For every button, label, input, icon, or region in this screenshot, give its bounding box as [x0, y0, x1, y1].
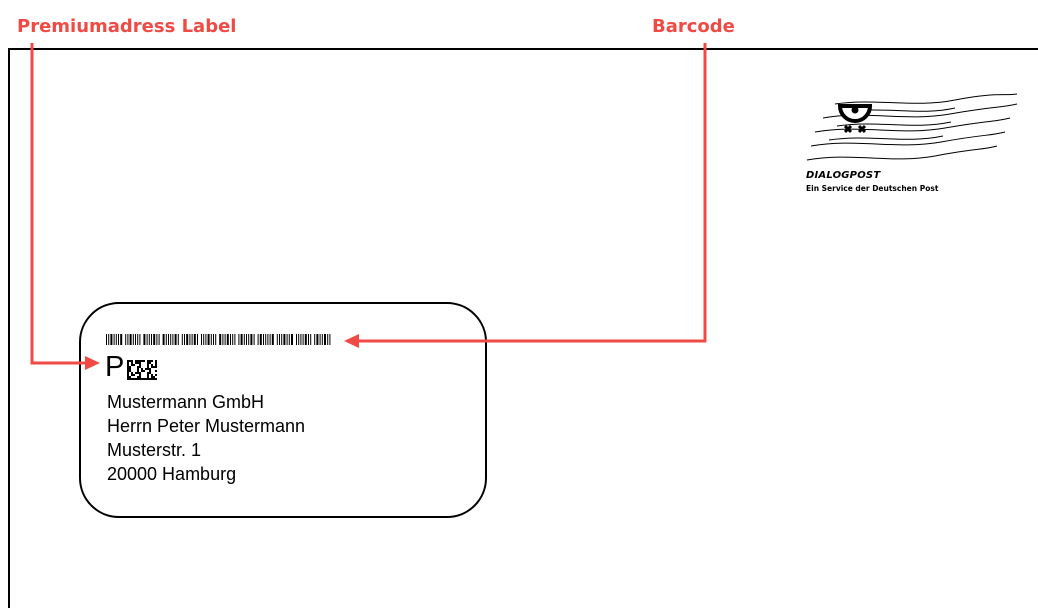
barcode-callout: Barcode [652, 16, 735, 37]
premium-label-callout: Premiumadress Label [17, 16, 237, 37]
datamatrix-code-icon [127, 360, 157, 380]
address-block: Mustermann GmbH Herrn Peter Mustermann M… [107, 390, 305, 486]
address-line-company: Mustermann GmbH [107, 392, 265, 412]
address-line-city: 20000 Hamburg [107, 464, 237, 484]
address-window [79, 302, 487, 518]
brand-tagline: Ein Service der Deutschen Post [806, 184, 939, 193]
address-line-recipient: Herrn Peter Mustermann [107, 416, 306, 436]
address-line-street: Musterstr. 1 [107, 440, 202, 460]
premium-address-letter: P [105, 351, 125, 383]
posthorn-wave-icon [806, 93, 1018, 161]
brand-name: DIALOGPOST [806, 170, 881, 181]
barcode-strip [106, 334, 331, 345]
